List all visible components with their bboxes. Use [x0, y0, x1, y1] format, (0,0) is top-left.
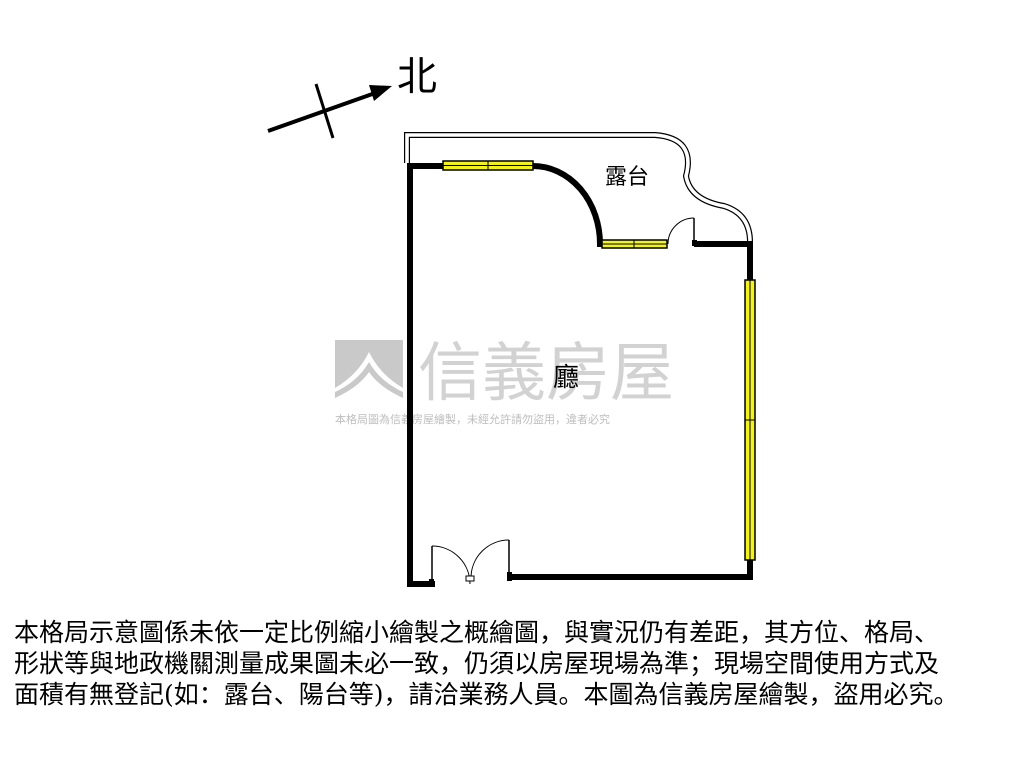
balcony-outline [404, 132, 753, 243]
north-arrow-icon [267, 83, 392, 139]
balcony-door-icon [667, 217, 697, 246]
room-label-living-room: 廳 [553, 363, 579, 393]
window-right [744, 279, 756, 561]
north-label: 北 [397, 54, 437, 100]
watermark-notice: 本格局圖為信義房屋繪製，未經允許請勿盜用，違者必究 [335, 412, 610, 426]
floor-plan-drawing: 信義房屋 本格局圖為信義房屋繪製，未經允許請勿盜用，違者必究 北 [267, 54, 756, 587]
brand-logo-icon [335, 340, 403, 400]
disclaimer-line: 形狀等與地政機關測量成果圖未必一致，仍須以房屋現場為準；現場空間使用方式及 [14, 649, 940, 678]
disclaimer-line: 面積有無登記(如：露台、陽台等)，請洽業務人員。本圖為信義房屋繪製，盜用必究。 [14, 680, 959, 709]
room-label-balcony: 露台 [605, 165, 649, 190]
window-top-left [442, 160, 534, 171]
walls [407, 162, 753, 587]
entrance-double-door-icon [429, 539, 512, 586]
watermark: 信義房屋 本格局圖為信義房屋繪製，未經允許請勿盜用，違者必究 [335, 337, 674, 426]
window-balcony [601, 239, 668, 249]
watermark-brand: 信義房屋 [418, 337, 674, 411]
disclaimer-line: 本格局示意圖係未依一定比例縮小繪製之概繪圖，與實況仍有差距，其方位、格局、 [14, 618, 940, 647]
disclaimer-text: 本格局示意圖係未依一定比例縮小繪製之概繪圖，與實況仍有差距，其方位、格局、 形狀… [14, 617, 1014, 710]
